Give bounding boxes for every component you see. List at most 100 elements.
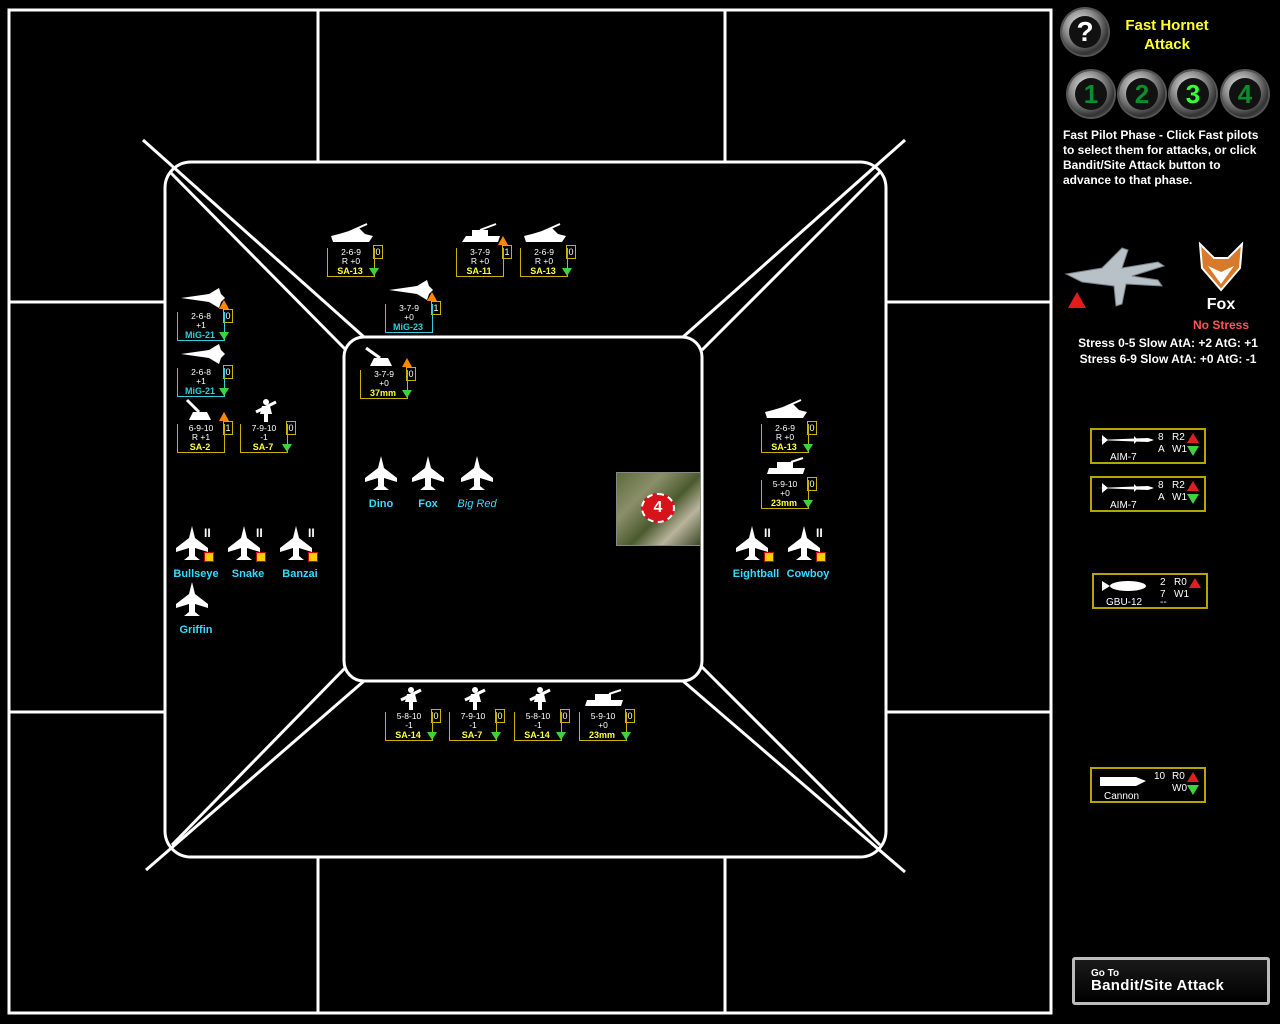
phase-button-1[interactable]: 1: [1068, 71, 1114, 117]
weapon-card-aim7-2[interactable]: 8 A R2 W1 AIM-7: [1090, 476, 1206, 512]
phase-button-label: 1: [1075, 78, 1107, 110]
phase-button-3[interactable]: 3: [1170, 71, 1216, 117]
unit-stats: 5-9-10+0: [579, 712, 627, 741]
help-button[interactable]: ?: [1062, 9, 1108, 55]
weapon-card-aim7-1[interactable]: 8 A R2 W1 AIM-7: [1090, 428, 1206, 464]
hornet-jet-icon: [788, 526, 820, 560]
down-arrow-icon: [369, 268, 379, 276]
weapon-card-cannon[interactable]: 10 R0 W0 Cannon: [1090, 767, 1206, 803]
phase-button-label: 4: [1229, 78, 1261, 110]
increase-icon[interactable]: [1187, 433, 1199, 443]
pilot-name: Big Red: [457, 498, 497, 510]
weapon-range: R0: [1172, 771, 1185, 782]
down-arrow-icon: [219, 332, 229, 340]
unit-count-box: 0: [807, 421, 817, 435]
increase-icon[interactable]: [1189, 578, 1201, 588]
pilot-name: Banzai: [282, 568, 318, 580]
aa-gun-icon: [365, 346, 392, 366]
phase-button-label: 3: [1177, 78, 1209, 110]
stress-line-1: Stress 0-5 Slow AtA: +2 AtG: +1: [1078, 336, 1258, 350]
advance-bandit-site-attack-button[interactable]: Go To Bandit/Site Attack: [1072, 957, 1270, 1005]
weapon-count: 2: [1160, 577, 1166, 588]
status-flag-icon: [256, 552, 266, 562]
enemy-unit-23mm-right[interactable]: 5-9-10+0 0 23mm: [761, 454, 817, 510]
phase-button-2[interactable]: 2: [1119, 71, 1165, 117]
unit-name: SA-11: [466, 266, 492, 276]
aa-tank-icon: [767, 457, 805, 474]
down-arrow-icon: [556, 732, 566, 740]
decrease-icon[interactable]: [1187, 446, 1199, 456]
unit-name: 37mm: [369, 388, 396, 398]
enemy-unit-sa7-bottom[interactable]: 7-9-10-1 0 SA-7: [449, 686, 505, 742]
pilot-banzai[interactable]: II Banzai: [272, 524, 328, 584]
decrease-icon[interactable]: [1187, 785, 1199, 795]
increase-icon[interactable]: [1187, 481, 1199, 491]
help-label: ?: [1069, 16, 1101, 48]
stress-up-icon: [1068, 292, 1086, 308]
pilot-griffin[interactable]: Griffin: [168, 580, 224, 640]
unit-name: SA-14: [524, 730, 550, 740]
bomb-icon: [1102, 581, 1146, 591]
target-site-tile[interactable]: 4: [616, 472, 701, 546]
fighter-jet-icon: [181, 344, 225, 364]
unit-name: SA-7: [252, 442, 274, 452]
enemy-unit-sa14-b[interactable]: 5-8-10-1 0 SA-14: [514, 686, 570, 742]
unit-count-box: 1: [502, 245, 512, 259]
up-arrow-icon: [427, 292, 437, 301]
increase-icon[interactable]: [1187, 772, 1199, 782]
unit-count-box: 1: [431, 301, 441, 315]
enemy-unit-sa7-left[interactable]: 7-9-10-1 0 SA-7: [240, 398, 296, 454]
hornet-jet-icon: [365, 456, 397, 490]
missile-icon: [1098, 483, 1154, 493]
decrease-icon[interactable]: [1187, 494, 1199, 504]
manpads-soldier-icon: [255, 399, 277, 422]
pilot-mark: II: [816, 526, 823, 540]
advance-button-line1: Go To: [1091, 968, 1120, 979]
unit-name: SA-13: [337, 266, 363, 276]
enemy-unit-37mm[interactable]: 3-7-9+0 0 37mm: [360, 344, 416, 400]
pilot-name: Bullseye: [173, 568, 219, 580]
unit-stats: 3-7-9+0: [360, 370, 408, 399]
hornet-jet-icon: [412, 456, 444, 490]
selected-pilot-name: Fox: [1206, 296, 1236, 313]
stress-line-2: Stress 6-9 Slow AtA: +0 AtG: -1: [1079, 352, 1257, 366]
weapon-card-gbu12[interactable]: 2 7 R0 W1 GBU-12 --: [1092, 573, 1208, 609]
pilot-eightball[interactable]: II Eightball: [728, 524, 784, 584]
enemy-unit-mig21-a[interactable]: 2-6-8+1 0 MiG-21: [177, 286, 233, 342]
unit-count-box: 0: [286, 421, 296, 435]
unit-name: SA-13: [771, 442, 797, 452]
advance-button-line2: Bandit/Site Attack: [1091, 977, 1225, 994]
enemy-unit-23mm-bottom[interactable]: 5-9-10+0 0 23mm: [579, 686, 635, 742]
pilot-big-red[interactable]: Big Red: [449, 454, 505, 514]
weapon-name: AIM-7: [1110, 452, 1137, 463]
unit-stats: 7-9-10-1: [240, 424, 288, 453]
pilot-name: Fox: [418, 498, 438, 510]
weapon-weight: W1: [1172, 444, 1187, 455]
control-panel: ? Fast Hornet Attack 1 2 3 4 Fast Pilot …: [1056, 0, 1280, 1024]
pilot-cowboy[interactable]: II Cowboy: [780, 524, 836, 584]
unit-stats: 5-8-10-1: [514, 712, 562, 741]
enemy-unit-mig23[interactable]: 3-7-9+0 1 MiG-23: [385, 278, 441, 334]
unit-stats: 2-6-8+1: [177, 368, 225, 397]
phase-title-line2: Attack: [1144, 36, 1190, 53]
pilot-fox[interactable]: Fox: [400, 454, 456, 514]
weapon-name: Cannon: [1104, 791, 1140, 802]
enemy-unit-sa14-a[interactable]: 5-8-10-1 0 SA-14: [385, 686, 441, 742]
pilot-bullseye[interactable]: II Bullseye: [168, 524, 224, 584]
pilot-dino[interactable]: Dino: [353, 454, 409, 514]
phase-button-4[interactable]: 4: [1222, 71, 1268, 117]
manpads-soldier-icon: [400, 687, 422, 710]
pilot-snake[interactable]: II Snake: [220, 524, 276, 584]
status-flag-icon: [308, 552, 318, 562]
unit-count-box: 0: [406, 367, 416, 381]
status-flag-icon: [204, 552, 214, 562]
enemy-unit-mig21-b[interactable]: 2-6-8+1 0 MiG-21: [177, 342, 233, 398]
pilot-name: Eightball: [732, 568, 780, 580]
